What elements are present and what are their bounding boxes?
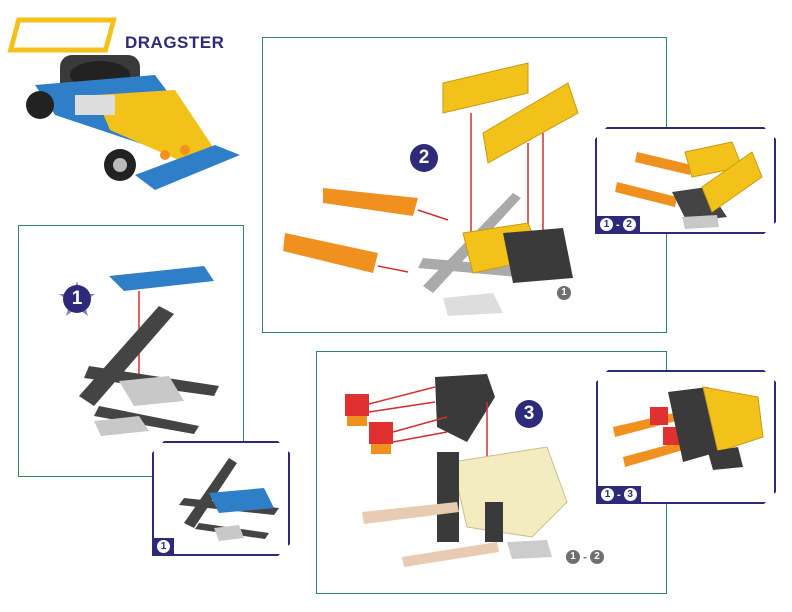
step-1-result-image — [169, 453, 279, 543]
step-2-result-image — [607, 137, 767, 227]
ref-number-start: 1 — [566, 550, 580, 564]
ref-number-start: 1 — [601, 488, 614, 501]
step-3-number: 3 — [515, 400, 543, 428]
step-3-result-panel: 1 - 3 — [596, 370, 776, 504]
step-3-parts-image — [345, 374, 568, 567]
step-2-number: 2 — [410, 144, 438, 172]
ref-number: 1 — [557, 286, 571, 300]
step-1-result-label: 1 — [154, 538, 174, 554]
ref-number: 1 — [157, 540, 170, 553]
step-1-result-panel: 1 — [152, 441, 290, 556]
step-1-panel: 1 — [18, 225, 244, 477]
step-3-result-image — [608, 382, 768, 482]
ref-dash: - — [616, 218, 620, 231]
step-3-result-label: 1 - 3 — [598, 486, 641, 502]
step-1-parts-image — [79, 266, 219, 436]
ref-dash: - — [583, 550, 587, 564]
ref-number-start: 1 — [600, 218, 613, 231]
ref-number-end: 2 — [590, 550, 604, 564]
step-2-result-label: 1 - 2 — [597, 216, 640, 232]
ref-dash: - — [617, 488, 621, 501]
ref-number-end: 2 — [623, 218, 636, 231]
ref-number-end: 3 — [624, 488, 637, 501]
step-1-number: 1 — [63, 285, 91, 313]
model-title: DRAGSTER — [125, 33, 225, 52]
step-2-previous-step-ref: 1 — [557, 286, 571, 300]
step-3-previous-step-ref: 1 - 2 — [566, 550, 604, 564]
step-2-parts-image — [283, 62, 579, 316]
step-2-result-panel: 1 - 2 — [595, 127, 776, 234]
dragster-model-image — [7, 17, 240, 190]
